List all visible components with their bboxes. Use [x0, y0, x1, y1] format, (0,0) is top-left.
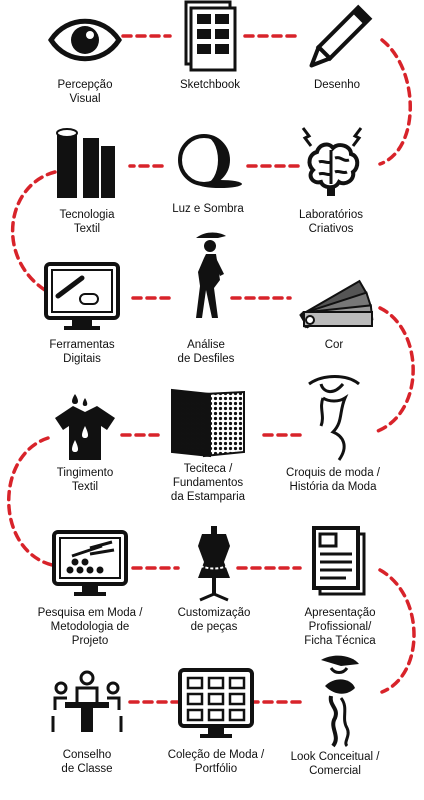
step-label: Conselho de Classe — [61, 749, 113, 775]
eye-icon — [45, 0, 125, 80]
color-swatch-fan-icon — [294, 258, 374, 338]
fabric-samples-icon — [168, 386, 248, 466]
step-label: Análise de Desfiles — [177, 339, 235, 365]
step-label: Coleção de Moda / Portfólio — [167, 749, 265, 775]
concept-look-icon — [295, 652, 375, 748]
fashion-sketch-icon — [293, 372, 373, 464]
step-label: Ferramentas Digitais — [49, 339, 115, 365]
step-label: Tecnologia Textil — [59, 209, 115, 235]
step-label: Teciteca / Fundamentos da Estamparia — [170, 463, 246, 503]
step-label: Apresentação Profissional/ Ficha Técnica — [304, 607, 376, 647]
step-label: Cor — [324, 339, 344, 351]
step-label: Laboratórios Criativos — [299, 209, 363, 235]
step-label: Pesquisa em Moda / Metodologia de Projet… — [37, 607, 143, 647]
runway-model-icon — [166, 228, 246, 338]
step-label: Luz e Sombra — [172, 203, 244, 215]
sketchbook-icon — [170, 0, 250, 80]
step-label: Tingimento Textil — [56, 467, 114, 493]
step-label: Percepção Visual — [57, 79, 113, 105]
step-label: Sketchbook — [179, 79, 241, 91]
research-monitor-icon — [50, 526, 130, 606]
pencil-icon — [297, 0, 377, 80]
meeting-table-icon — [47, 666, 127, 746]
tablet-monitor-icon — [42, 258, 122, 338]
dress-form-icon — [174, 524, 254, 604]
dyed-tshirt-icon — [45, 390, 125, 470]
step-label: Look Conceitual / Comercial — [290, 751, 380, 777]
step-label: Customização de peças — [177, 607, 251, 633]
fabric-rolls-icon — [47, 128, 127, 208]
step-label: Desenho — [313, 79, 361, 91]
step-label: Croquis de moda / História da Moda — [286, 467, 380, 493]
portfolio-monitor-icon — [176, 666, 256, 746]
shaded-sphere-icon — [168, 128, 248, 208]
brain-lightning-icon — [291, 124, 371, 204]
document-icon — [300, 526, 380, 606]
